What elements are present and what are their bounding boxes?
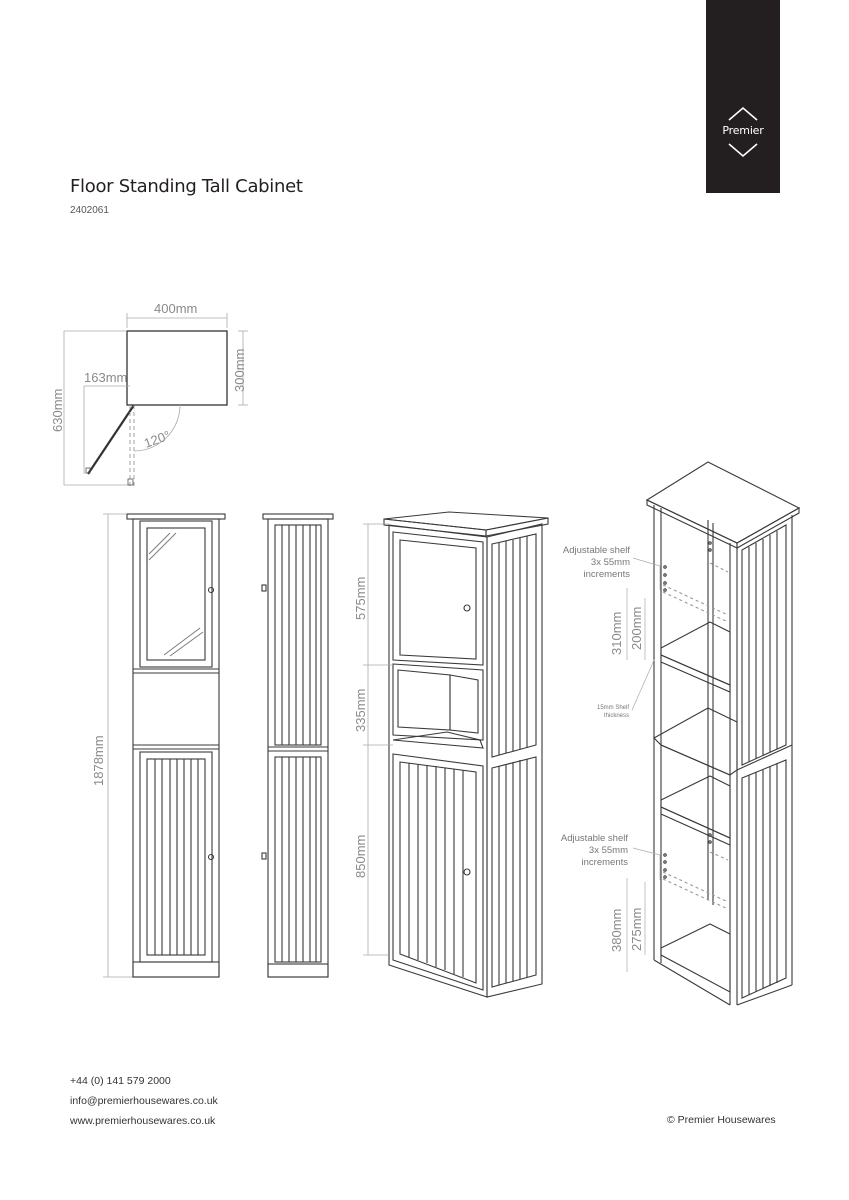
dim-depth-label: 300mm [232,349,247,392]
shelf-note-lower-2: 3x 55mm [589,845,628,856]
thickness-note-2: thickness [604,713,629,719]
front-elevation [103,513,226,978]
shelf-note-lower-3: increments [582,857,629,868]
dim-projection-label: 163mm [84,370,127,385]
dim-upper-section-label: 575mm [353,577,368,620]
dim-lower-section-label: 850mm [353,835,368,878]
dim-lower-shelf-range-label: 380mm [609,909,624,952]
shelf-note-upper-1: Adjustable shelf [563,545,630,556]
dim-lower-shelf-offset-label: 275mm [629,908,644,951]
brand-logo: Premier [706,0,780,193]
plan-view [63,313,248,486]
dim-open-depth-label: 630mm [50,389,65,432]
dim-height-label: 1878mm [91,735,106,786]
product-code: 2402061 [70,205,109,216]
footer-phone: +44 (0) 141 579 2000 [70,1075,171,1087]
thickness-note-1: 15mm Shelf [597,705,629,711]
logo-chevron-icon [728,106,758,158]
footer-email[interactable]: info@premierhousewares.co.uk [70,1095,218,1107]
dim-middle-section-label: 335mm [353,689,368,732]
dim-width-label: 400mm [154,301,197,316]
dim-angle-label: 120° [142,428,172,451]
perspective-closed [363,511,549,998]
footer-website[interactable]: www.premierhousewares.co.uk [70,1115,216,1127]
footer-copyright: © Premier Housewares [667,1114,776,1126]
page-title: Floor Standing Tall Cabinet [70,176,303,197]
shelf-note-lower-1: Adjustable shelf [561,833,628,844]
perspective-open [626,461,801,1006]
shelf-note-upper-2: 3x 55mm [591,557,630,568]
shelf-note-upper-3: increments [584,569,631,580]
side-elevation [261,513,334,978]
logo-text: Premier [722,124,764,137]
dim-upper-shelf-range-label: 310mm [609,612,624,655]
dim-upper-shelf-offset-label: 200mm [629,607,644,650]
